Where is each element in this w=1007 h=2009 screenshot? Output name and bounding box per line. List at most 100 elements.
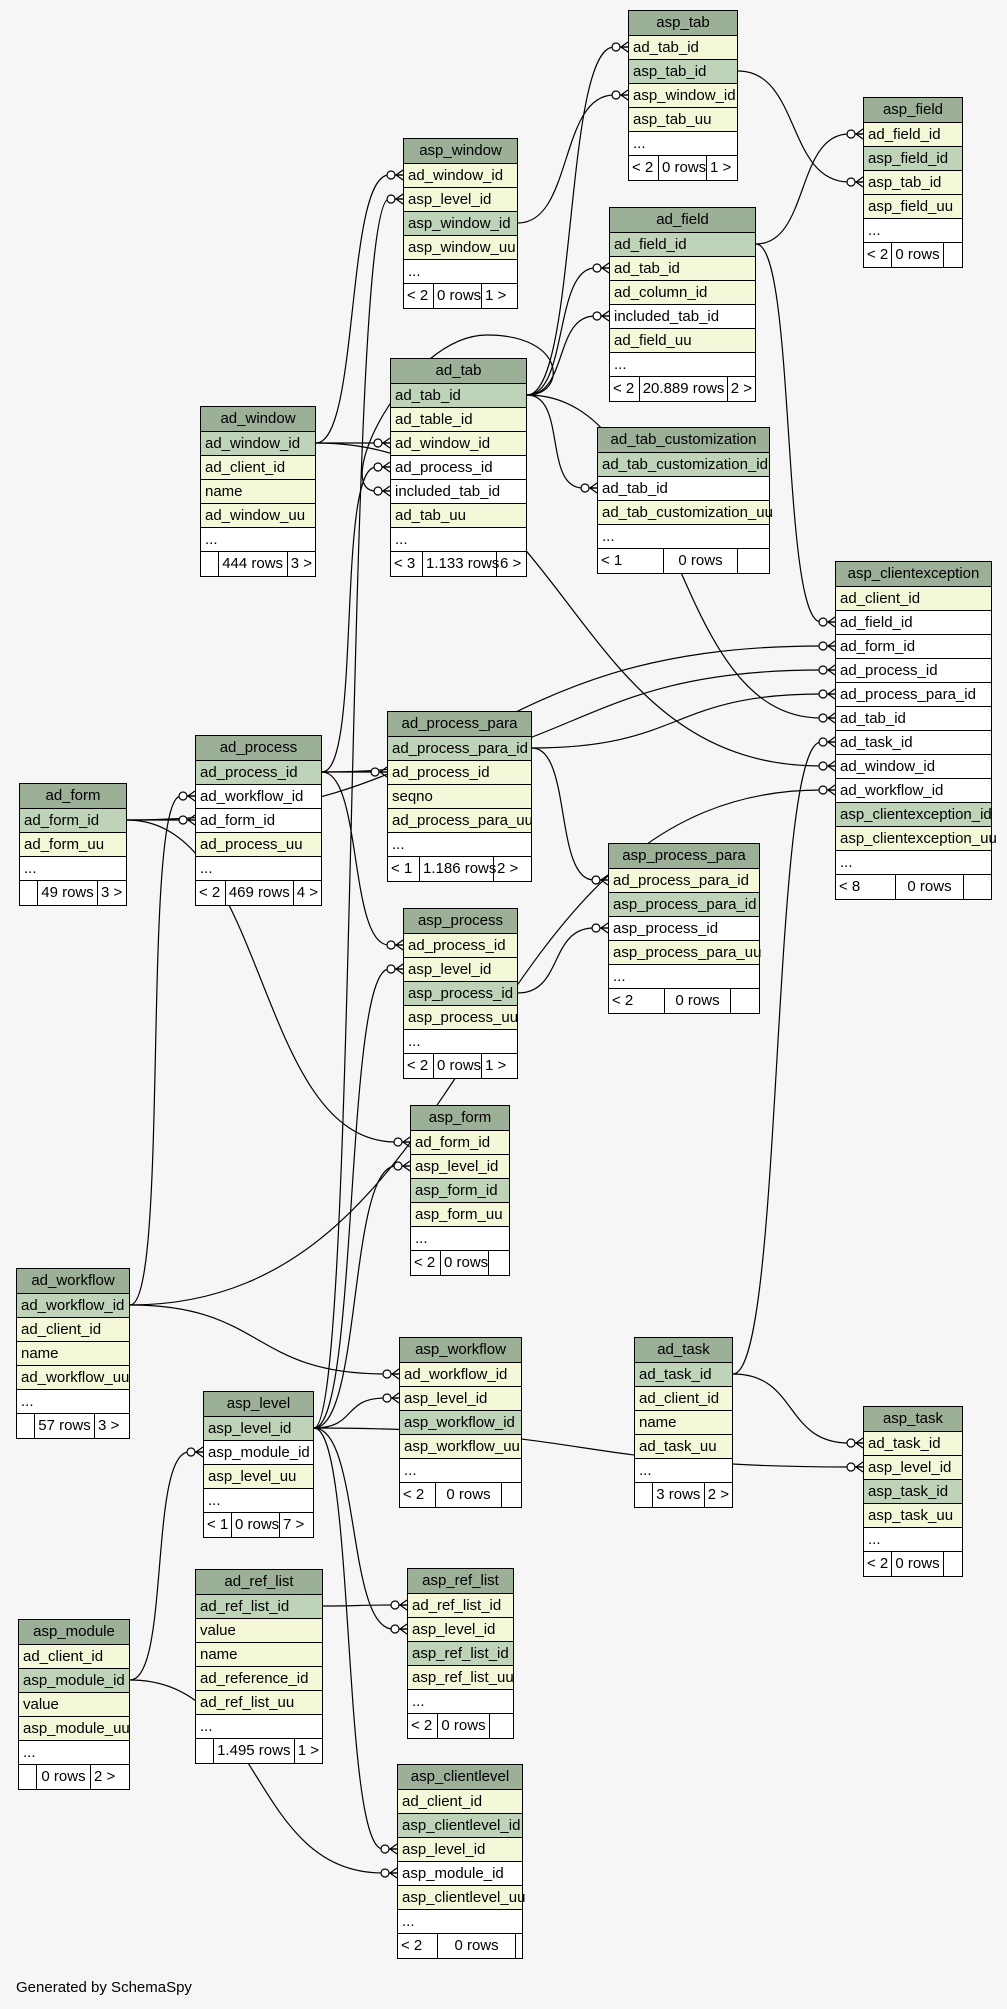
table-title[interactable]: asp_form: [411, 1106, 509, 1131]
column-row[interactable]: ad_task_id: [864, 1432, 962, 1456]
table-title[interactable]: ad_ref_list: [196, 1570, 322, 1595]
children-link[interactable]: 1 >: [297, 1742, 319, 1759]
column-row[interactable]: asp_process_para_uu: [609, 941, 761, 965]
column-row[interactable]: ad_window_id: [391, 432, 526, 456]
column-row[interactable]: ad_table_id: [391, 408, 526, 432]
column-row[interactable]: ad_window_id: [201, 432, 315, 456]
column-row[interactable]: asp_workflow_id: [400, 1411, 521, 1435]
column-row[interactable]: ad_tab_id: [836, 707, 991, 731]
parents-link[interactable]: < 2: [864, 243, 892, 267]
column-row[interactable]: ad_process_id: [388, 761, 531, 785]
column-row[interactable]: asp_level_id: [400, 1387, 521, 1411]
column-row[interactable]: ad_task_id: [836, 731, 991, 755]
column-row[interactable]: asp_task_uu: [864, 1504, 962, 1528]
table-title[interactable]: ad_process_para: [388, 712, 531, 737]
parents-link[interactable]: < 2: [400, 1483, 436, 1507]
more-columns-row[interactable]: ...: [629, 132, 737, 156]
parents-link[interactable]: < 2: [404, 1054, 434, 1078]
table-title[interactable]: asp_process: [404, 909, 517, 934]
column-row[interactable]: asp_clientlevel_id: [398, 1814, 522, 1838]
column-row[interactable]: asp_process_para_id: [609, 893, 759, 917]
children-link[interactable]: [489, 1251, 509, 1275]
parents-link[interactable]: < 2: [196, 881, 226, 905]
column-row[interactable]: asp_process_id: [609, 917, 759, 941]
parents-link[interactable]: < 2: [404, 284, 434, 308]
column-row[interactable]: ad_form_uu: [20, 833, 126, 857]
table-title[interactable]: ad_tab: [391, 359, 526, 384]
more-columns-row[interactable]: ...: [388, 833, 531, 857]
column-row[interactable]: ad_field_uu: [610, 329, 755, 353]
children-link[interactable]: 1 >: [485, 287, 507, 304]
parents-link[interactable]: < 2: [411, 1251, 441, 1275]
parents-link[interactable]: < 2: [629, 156, 659, 180]
children-link[interactable]: 2 >: [94, 1768, 116, 1785]
column-row[interactable]: ad_process_para_uu: [388, 809, 533, 833]
column-row[interactable]: asp_level_id: [411, 1155, 509, 1179]
more-columns-row[interactable]: ...: [204, 1489, 313, 1513]
more-columns-row[interactable]: ...: [196, 1715, 322, 1739]
column-row[interactable]: asp_process_id: [404, 982, 517, 1006]
more-columns-row[interactable]: ...: [400, 1459, 521, 1483]
column-row[interactable]: ad_process_para_id: [609, 869, 759, 893]
column-row[interactable]: ad_process_para_id: [836, 683, 991, 707]
parents-link[interactable]: [20, 881, 38, 905]
children-link[interactable]: 3 >: [98, 1417, 120, 1434]
table-title[interactable]: asp_module: [19, 1620, 129, 1645]
children-link[interactable]: 1 >: [485, 1057, 507, 1074]
column-row[interactable]: included_tab_id: [610, 305, 755, 329]
column-row[interactable]: asp_field_id: [864, 147, 962, 171]
parents-link[interactable]: < 1: [388, 857, 420, 881]
column-row[interactable]: ad_client_id: [17, 1318, 129, 1342]
table-title[interactable]: asp_ref_list: [408, 1569, 513, 1594]
column-row[interactable]: ad_tab_id: [391, 384, 526, 408]
column-row[interactable]: asp_tab_uu: [629, 108, 737, 132]
table-title[interactable]: asp_window: [404, 139, 517, 164]
column-row[interactable]: asp_clientexception_uu: [836, 827, 997, 851]
more-columns-row[interactable]: ...: [408, 1690, 513, 1714]
column-row[interactable]: seqno: [388, 785, 531, 809]
parents-link[interactable]: [201, 552, 219, 576]
column-row[interactable]: asp_module_id: [204, 1441, 313, 1465]
children-link[interactable]: [964, 875, 991, 899]
parents-link[interactable]: < 3: [391, 552, 423, 576]
column-row[interactable]: asp_window_id: [404, 212, 517, 236]
column-row[interactable]: ad_ref_list_id: [196, 1595, 322, 1619]
column-row[interactable]: ad_client_id: [398, 1790, 522, 1814]
column-row[interactable]: ad_form_id: [20, 809, 126, 833]
column-row[interactable]: ad_window_uu: [201, 504, 315, 528]
more-columns-row[interactable]: ...: [864, 219, 962, 243]
column-row[interactable]: ad_workflow_id: [17, 1294, 129, 1318]
table-title[interactable]: asp_workflow: [400, 1338, 521, 1363]
column-row[interactable]: name: [201, 480, 315, 504]
parents-link[interactable]: < 2: [408, 1714, 438, 1738]
column-row[interactable]: value: [19, 1693, 129, 1717]
column-row[interactable]: ad_client_id: [635, 1387, 732, 1411]
table-title[interactable]: asp_clientlevel: [398, 1765, 522, 1790]
more-columns-row[interactable]: ...: [598, 525, 769, 549]
children-link[interactable]: 7 >: [283, 1516, 305, 1533]
column-row[interactable]: ad_process_id: [836, 659, 991, 683]
column-row[interactable]: ad_client_id: [836, 587, 991, 611]
children-link[interactable]: [502, 1483, 521, 1507]
parents-link[interactable]: < 8: [836, 875, 896, 899]
parents-link[interactable]: [635, 1483, 653, 1507]
children-link[interactable]: 3 >: [290, 555, 312, 572]
table-title[interactable]: asp_task: [864, 1407, 962, 1432]
parents-link[interactable]: < 2: [398, 1934, 439, 1958]
table-title[interactable]: asp_tab: [629, 11, 737, 36]
children-link[interactable]: 1 >: [710, 159, 732, 176]
more-columns-row[interactable]: ...: [411, 1227, 509, 1251]
column-row[interactable]: asp_ref_list_id: [408, 1642, 513, 1666]
parents-link[interactable]: [196, 1739, 214, 1763]
table-title[interactable]: asp_process_para: [609, 844, 759, 869]
more-columns-row[interactable]: ...: [17, 1390, 129, 1414]
